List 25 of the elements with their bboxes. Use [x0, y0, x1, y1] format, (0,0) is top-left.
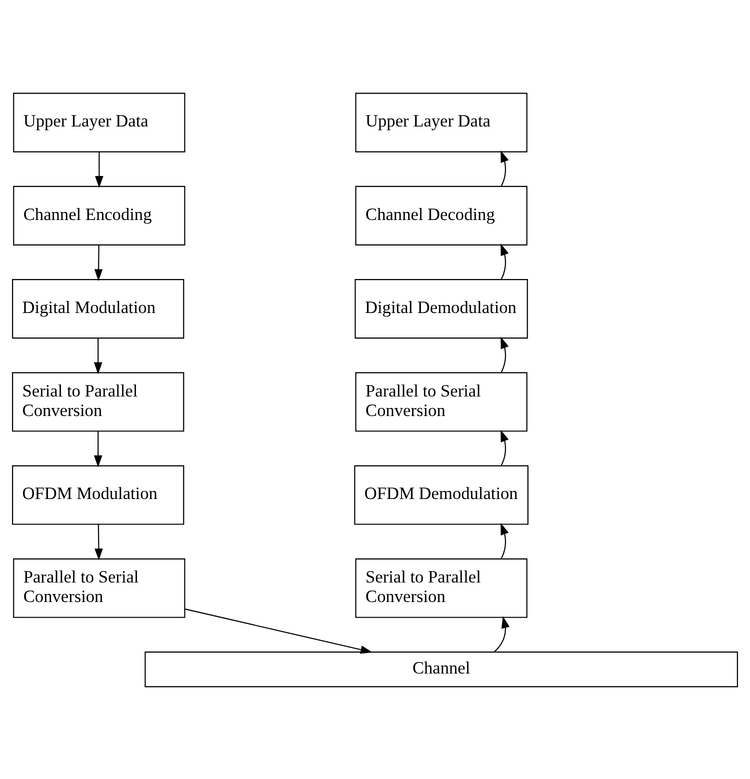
node-box: OFDM Modulation: [12, 464, 184, 524]
node-box: Parallel to Serial Conversion: [13, 558, 186, 618]
arrow: [500, 429, 509, 466]
node-box: Channel Decoding: [355, 185, 528, 245]
node-box: Channel Encoding: [13, 185, 186, 245]
node-box: Digital Demodulation: [354, 278, 528, 338]
node-box: Serial to Parallel Conversion: [355, 558, 528, 618]
arrow: [500, 150, 509, 186]
node-box: OFDM Demodulation: [354, 464, 528, 524]
arrow: [184, 608, 373, 654]
node-box: Upper Layer Data: [13, 92, 186, 152]
arrow: [500, 522, 509, 559]
node-box: Digital Modulation: [12, 278, 184, 338]
node-box: Serial to Parallel Conversion: [12, 372, 184, 432]
arrow: [494, 616, 510, 652]
arrow: [94, 524, 103, 560]
arrow: [94, 430, 102, 467]
node-box: Channel: [144, 650, 738, 687]
arrow: [94, 244, 103, 281]
arrow: [500, 243, 509, 280]
arrow: [500, 336, 509, 372]
arrow: [94, 338, 102, 374]
arrow: [95, 151, 104, 188]
node-box: Upper Layer Data: [355, 92, 528, 152]
node-box: Parallel to Serial Conversion: [355, 372, 528, 432]
